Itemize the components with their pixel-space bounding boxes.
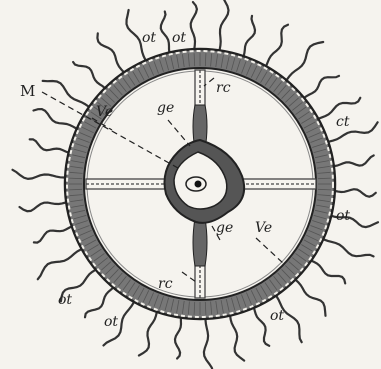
gonad-bottom: [193, 218, 207, 266]
tentacle: [43, 81, 92, 109]
label-rc-bottom: rc: [158, 276, 173, 292]
tentacle: [325, 122, 377, 142]
label-ot-right: ot: [336, 208, 350, 224]
tentacle: [191, 2, 197, 52]
label-rc-top: rc: [216, 80, 231, 96]
tentacle: [331, 155, 374, 166]
tentacle: [332, 189, 376, 197]
tentacle: [34, 109, 80, 130]
label-ge-top: ge: [157, 100, 174, 116]
tentacle: [175, 315, 181, 359]
tentacle: [139, 309, 158, 356]
label-ot-bottom-right: ot: [270, 308, 284, 324]
tentacle: [265, 25, 288, 69]
label-ot-left: ot: [58, 292, 72, 308]
tentacle: [13, 170, 69, 179]
tentacle: [219, 0, 229, 53]
tentacle: [161, 12, 171, 56]
tentacle: [321, 238, 374, 257]
tentacle: [309, 259, 346, 283]
tentacle: [20, 202, 70, 212]
tentacle: [242, 16, 255, 59]
mouth-opening: [195, 181, 202, 188]
label-ve-left: Ve: [96, 104, 113, 120]
label-ve-right: Ve: [255, 220, 272, 236]
tentacle: [38, 248, 85, 279]
tentacle: [285, 42, 324, 83]
tentacle: [85, 285, 115, 317]
tentacle: [34, 226, 75, 243]
tentacle: [30, 139, 72, 153]
tentacle: [97, 33, 125, 74]
tentacle: [293, 278, 326, 316]
label-ot-bottom-left: ot: [104, 314, 118, 330]
label-M: M: [20, 82, 35, 100]
tentacle: [253, 305, 269, 346]
label-ge-bottom: ge: [216, 220, 233, 236]
label-ot-top-right: ot: [172, 30, 186, 46]
label-ot-top-left: ot: [142, 30, 156, 46]
label-ct: ct: [336, 114, 350, 130]
tentacle: [73, 62, 107, 90]
tentacle: [204, 316, 213, 369]
tentacle: [230, 313, 245, 361]
tentacle: [302, 76, 339, 100]
